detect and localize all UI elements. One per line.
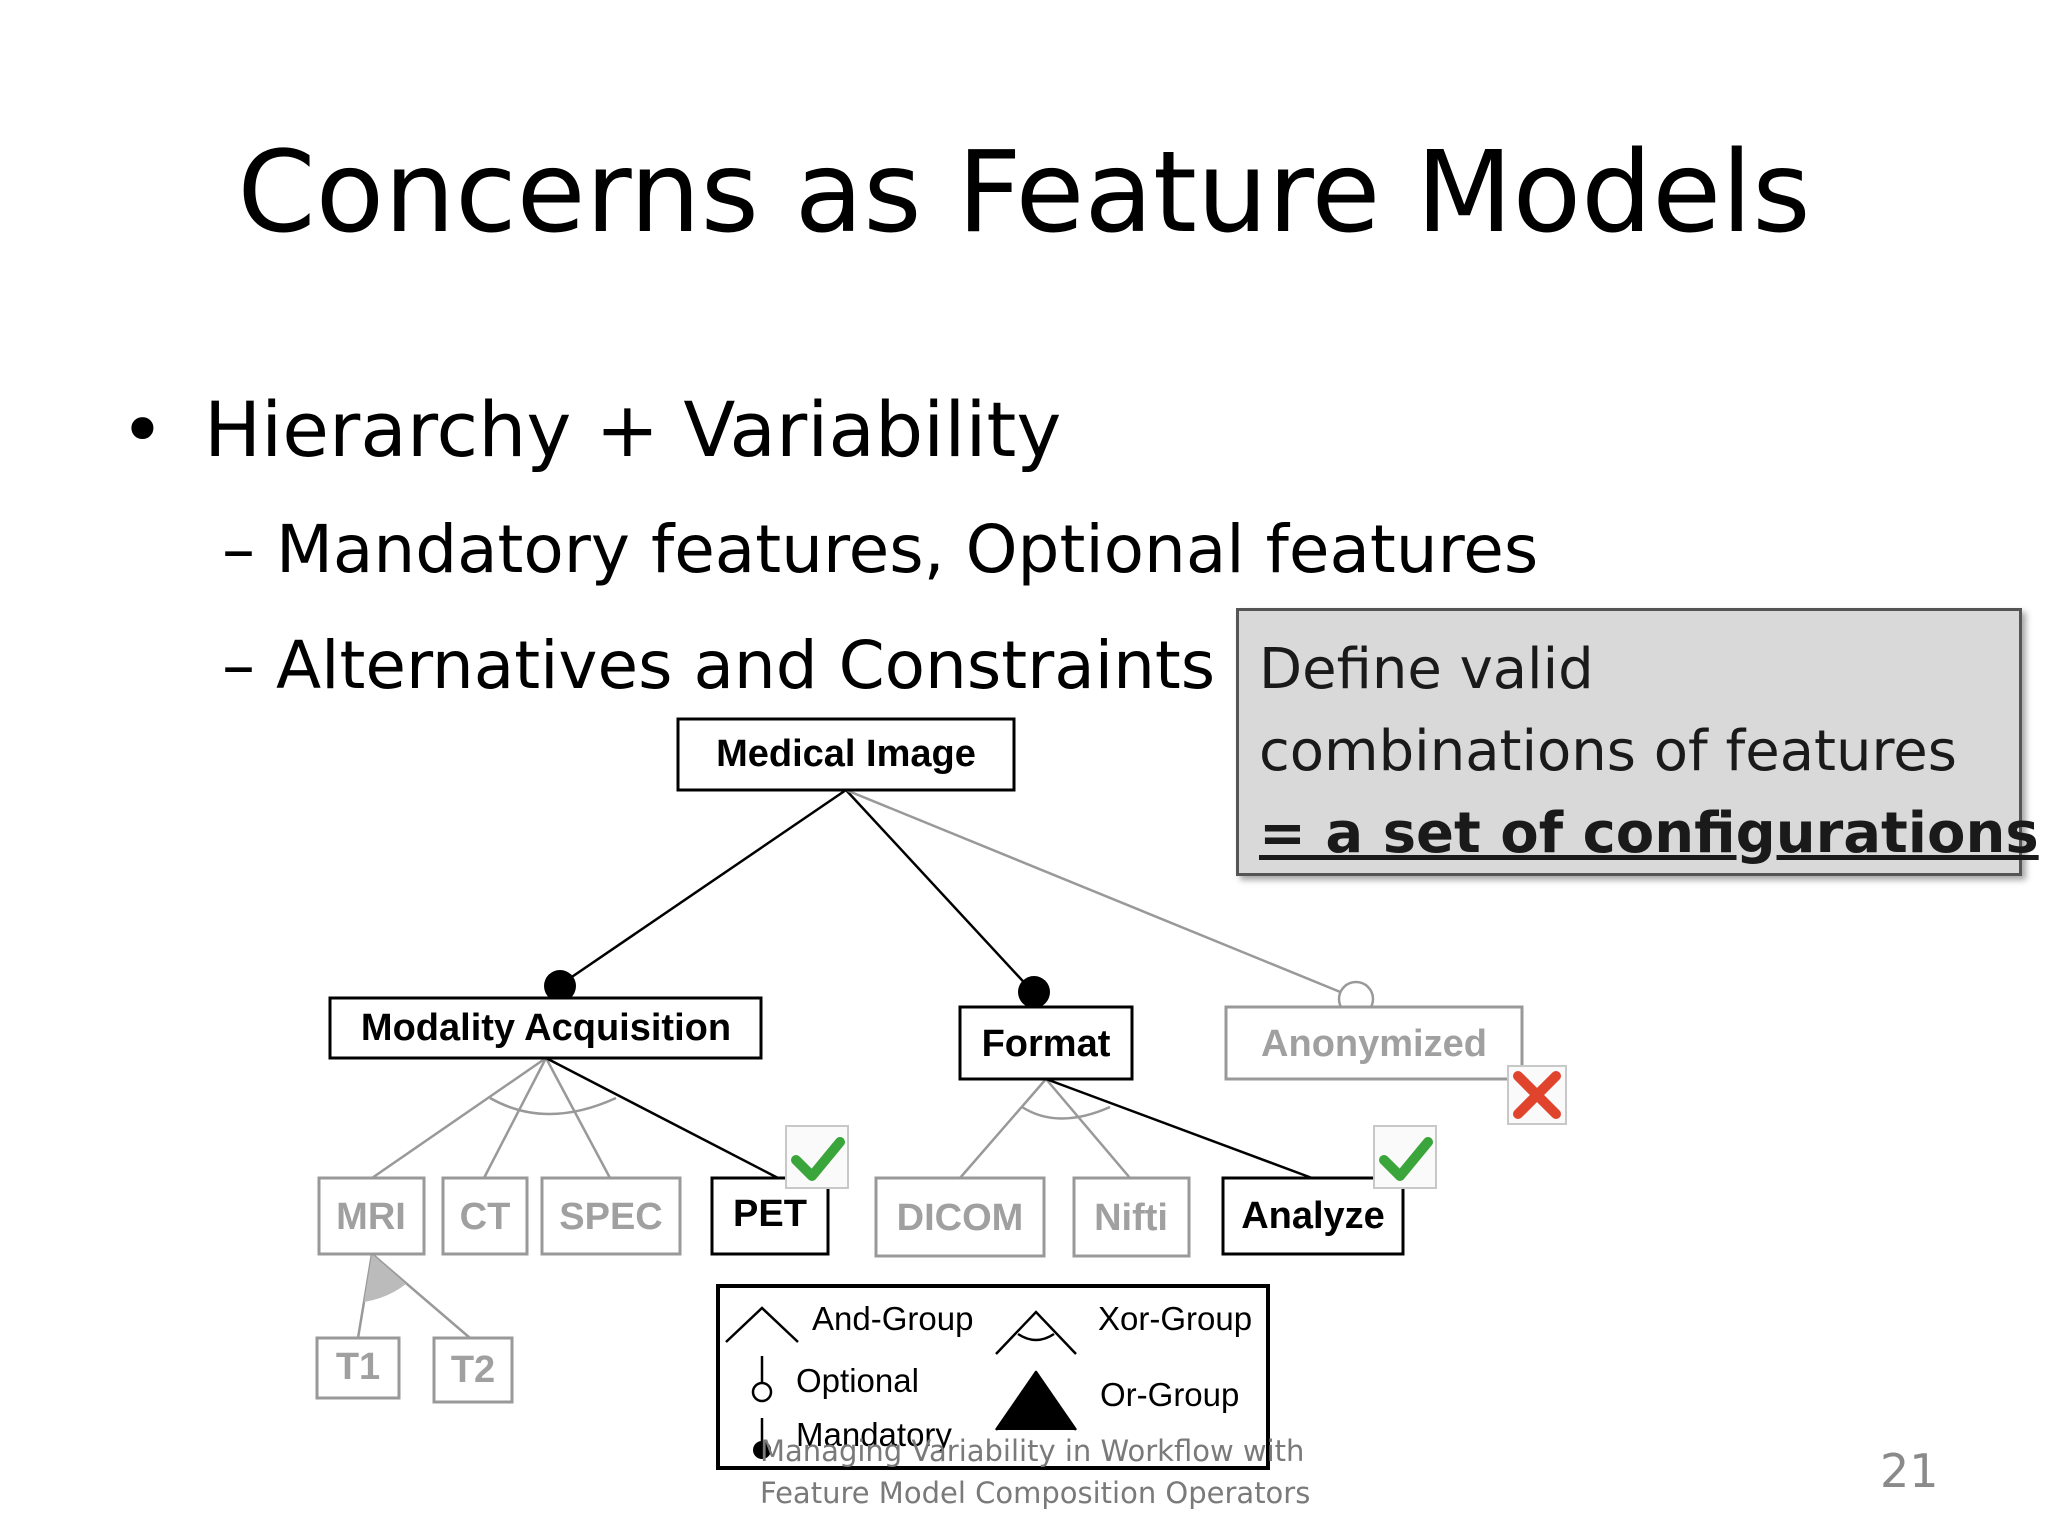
feature-label-analyze: Analyze xyxy=(1241,1195,1385,1237)
mandatory-marker-modality xyxy=(544,970,576,1002)
footer-line-2: Feature Model Composition Operators xyxy=(760,1476,1311,1510)
legend-xor-group-label: Xor-Group xyxy=(1098,1300,1252,1337)
edge-format-dicom xyxy=(959,1078,1047,1179)
feature-label-mri: MRI xyxy=(336,1196,406,1238)
feature-box-t2 xyxy=(432,1336,514,1404)
feature-label-ct: CT xyxy=(460,1196,511,1238)
and-group-icon xyxy=(725,1306,799,1343)
feature-label-root: Medical Image xyxy=(716,733,976,775)
callout-line-1: Define valid xyxy=(1259,637,1594,702)
feature-box-mri xyxy=(317,1176,426,1256)
feature-box-analyze xyxy=(1221,1176,1405,1256)
xor-group-icon xyxy=(995,1310,1077,1355)
mandatory-icon xyxy=(753,1441,771,1459)
legend-optional-label: Optional xyxy=(796,1362,919,1399)
feature-box-root xyxy=(676,717,1016,792)
feature-label-t2: T2 xyxy=(451,1349,495,1391)
checkmark-icon-analyze xyxy=(1373,1125,1437,1189)
feature-label-dicom: DICOM xyxy=(897,1197,1024,1239)
edge-modality-ct xyxy=(482,1057,548,1179)
feature-box-t1 xyxy=(315,1336,401,1400)
edge-modality-spec xyxy=(544,1057,612,1179)
legend-mandatory-label: Mandatory xyxy=(796,1416,952,1453)
bullet-text: Hierarchy + Variability xyxy=(204,385,1062,474)
callout-box: Define valid combinations of features = … xyxy=(1236,608,2039,876)
page-number: 21 xyxy=(1880,1444,1939,1498)
feature-box-format xyxy=(958,1005,1134,1081)
edge-modality-pet xyxy=(545,1056,779,1180)
edge-root-anonymized xyxy=(845,788,1356,1000)
feature-label-t1: T1 xyxy=(336,1346,380,1388)
cross-icon-anonymized xyxy=(1507,1065,1567,1125)
edge-root-format xyxy=(845,789,1033,992)
mandatory-marker-format xyxy=(1018,976,1050,1008)
feature-box-spec xyxy=(540,1176,682,1256)
edge-root-modality xyxy=(559,788,847,987)
legend-and-group-label: And-Group xyxy=(812,1300,973,1337)
feature-box-ct xyxy=(441,1176,529,1256)
xor-arc-modality xyxy=(489,1096,617,1116)
optional-icon xyxy=(751,1381,773,1403)
sub-item-alternatives: – Alternatives and Constraints xyxy=(222,627,1216,704)
or-group-fill-mri xyxy=(364,1254,406,1302)
xor-arc-format xyxy=(1021,1105,1111,1120)
feature-label-anonymized: Anonymized xyxy=(1261,1023,1487,1065)
feature-box-nifti xyxy=(1072,1176,1191,1258)
slide-title: Concerns as Feature Models xyxy=(237,128,1811,258)
bullet-marker: • xyxy=(120,385,165,474)
callout-line-2: combinations of features xyxy=(1259,719,1957,784)
edge-format-nifti xyxy=(1045,1078,1131,1179)
legend-or-group-label: Or-Group xyxy=(1100,1376,1239,1413)
legend-box xyxy=(716,1284,1270,1470)
callout-line-3: = a set of configurations xyxy=(1259,801,2039,866)
feature-label-format: Format xyxy=(982,1023,1111,1065)
footer-line-1: Managing Variability in Workflow with xyxy=(760,1434,1305,1468)
feature-box-dicom xyxy=(874,1176,1046,1258)
feature-label-spec: SPEC xyxy=(559,1196,662,1238)
legend: And-Group Xor-Group Optional Or-Group Ma… xyxy=(716,1284,1270,1470)
sub-item-mandatory-optional: – Mandatory features, Optional features xyxy=(222,511,1539,588)
feature-label-nifti: Nifti xyxy=(1094,1197,1168,1239)
feature-label-modality: Modality Acquisition xyxy=(361,1007,731,1049)
feature-box-pet xyxy=(710,1176,830,1256)
slide-footer: Managing Variability in Workflow with Fe… xyxy=(760,1430,1311,1514)
diagram-connectors xyxy=(356,788,1356,1339)
checkmark-icon-pet xyxy=(785,1125,849,1189)
feature-label-pet: PET xyxy=(733,1193,807,1235)
edge-modality-mri xyxy=(371,1056,547,1180)
feature-box-anonymized xyxy=(1224,1005,1524,1081)
or-group-icon xyxy=(994,1370,1078,1431)
edge-mri-t2 xyxy=(371,1253,471,1339)
feature-box-modality xyxy=(328,996,763,1060)
edge-format-analyze xyxy=(1045,1077,1313,1180)
